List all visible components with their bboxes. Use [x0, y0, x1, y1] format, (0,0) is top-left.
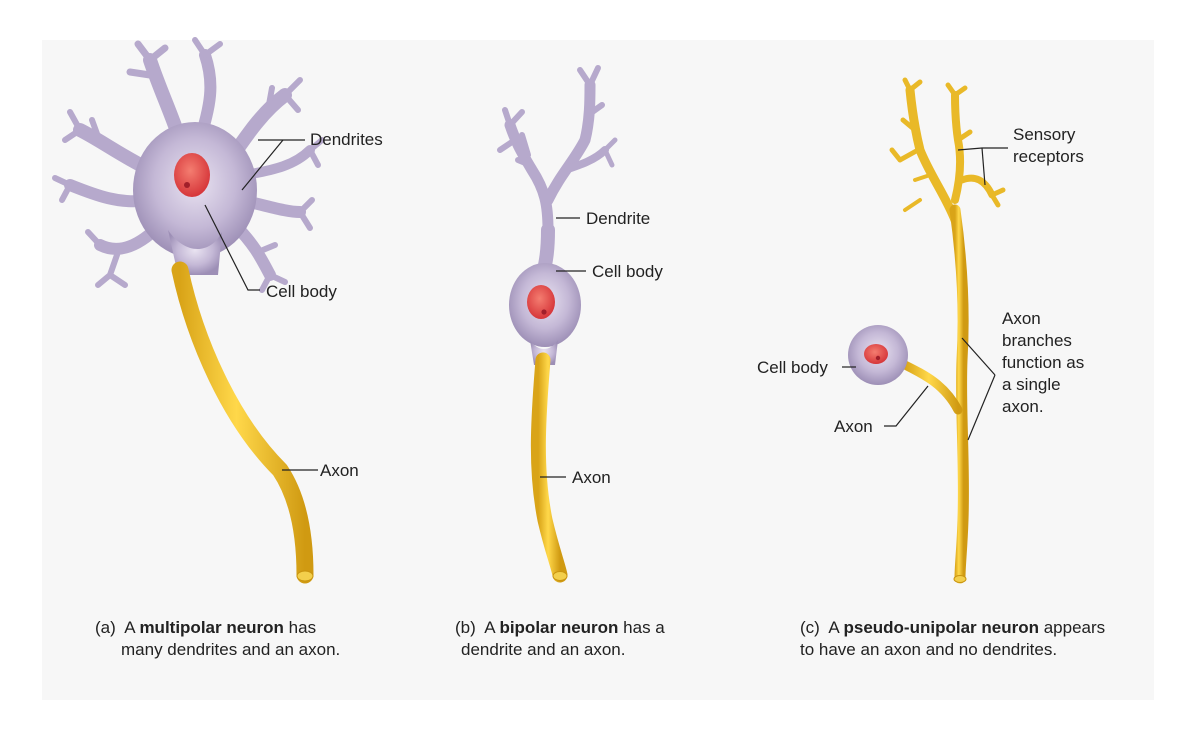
label-dendrite-b: Dendrite	[586, 209, 651, 228]
multipolar-nucleus	[174, 153, 210, 197]
bipolar-dendrite-branches	[497, 65, 618, 236]
bipolar-axon	[530, 352, 568, 583]
caption-c-line2: to have an axon and no dendrites.	[800, 640, 1058, 659]
pseudo-unipolar-neuron	[842, 77, 1008, 584]
label-dendrites: Dendrites	[310, 130, 383, 149]
caption-c-marker: (c)	[800, 618, 820, 637]
bipolar-leader-lines	[540, 217, 586, 478]
caption-b-line2: dendrite and an axon.	[461, 640, 626, 659]
label-axon-b: Axon	[572, 468, 611, 487]
bipolar-nucleolus	[541, 309, 547, 315]
label-axon-a: Axon	[320, 461, 359, 480]
pseudo-unipolar-central-axon	[949, 204, 969, 584]
label-axon-c: Axon	[834, 417, 873, 436]
bipolar-nucleus	[527, 285, 555, 319]
caption-c-term: pseudo-unipolar neuron	[843, 618, 1039, 637]
label-axon-branches: Axon branches function as a single axon.	[1002, 309, 1085, 416]
label-cell-body-a: Cell body	[266, 282, 337, 301]
caption-a-term: multipolar neuron	[139, 618, 284, 637]
caption-a-marker: (a)	[95, 618, 116, 637]
sensory-receptor-branches	[889, 77, 1006, 225]
label-cell-body-b: Cell body	[592, 262, 663, 281]
pseudo-unipolar-nucleolus	[875, 355, 881, 361]
caption-b-term: bipolar neuron	[499, 618, 619, 637]
caption-c-suffix: appears	[1043, 618, 1106, 637]
caption-a-prefix: A	[124, 618, 135, 637]
label-cell-body-c: Cell body	[757, 358, 828, 377]
caption-b: (b) A bipolar neuron has a dendrite and …	[455, 617, 815, 661]
caption-c-prefix: A	[828, 618, 839, 637]
caption-b-suffix: has a	[623, 618, 665, 637]
caption-b-prefix: A	[484, 618, 495, 637]
multipolar-neuron	[52, 37, 325, 584]
pseudo-unipolar-leader-lines	[842, 147, 1008, 441]
caption-a-line2: many dendrites and an axon.	[121, 640, 341, 659]
label-sensory-receptors: Sensory receptors	[1013, 125, 1084, 166]
multipolar-nucleolus	[184, 182, 190, 188]
multipolar-axon	[171, 261, 314, 584]
pseudo-unipolar-axon	[900, 360, 963, 415]
caption-b-marker: (b)	[455, 618, 476, 637]
bipolar-neuron	[497, 65, 618, 583]
caption-c: (c) A pseudo-unipolar neuron appears to …	[800, 617, 1180, 661]
caption-a-suffix: has	[288, 618, 317, 637]
multipolar-leader-lines	[204, 139, 318, 471]
caption-a: (a) A multipolar neuron has many dendrit…	[95, 617, 455, 661]
pseudo-unipolar-nucleus	[864, 344, 888, 364]
